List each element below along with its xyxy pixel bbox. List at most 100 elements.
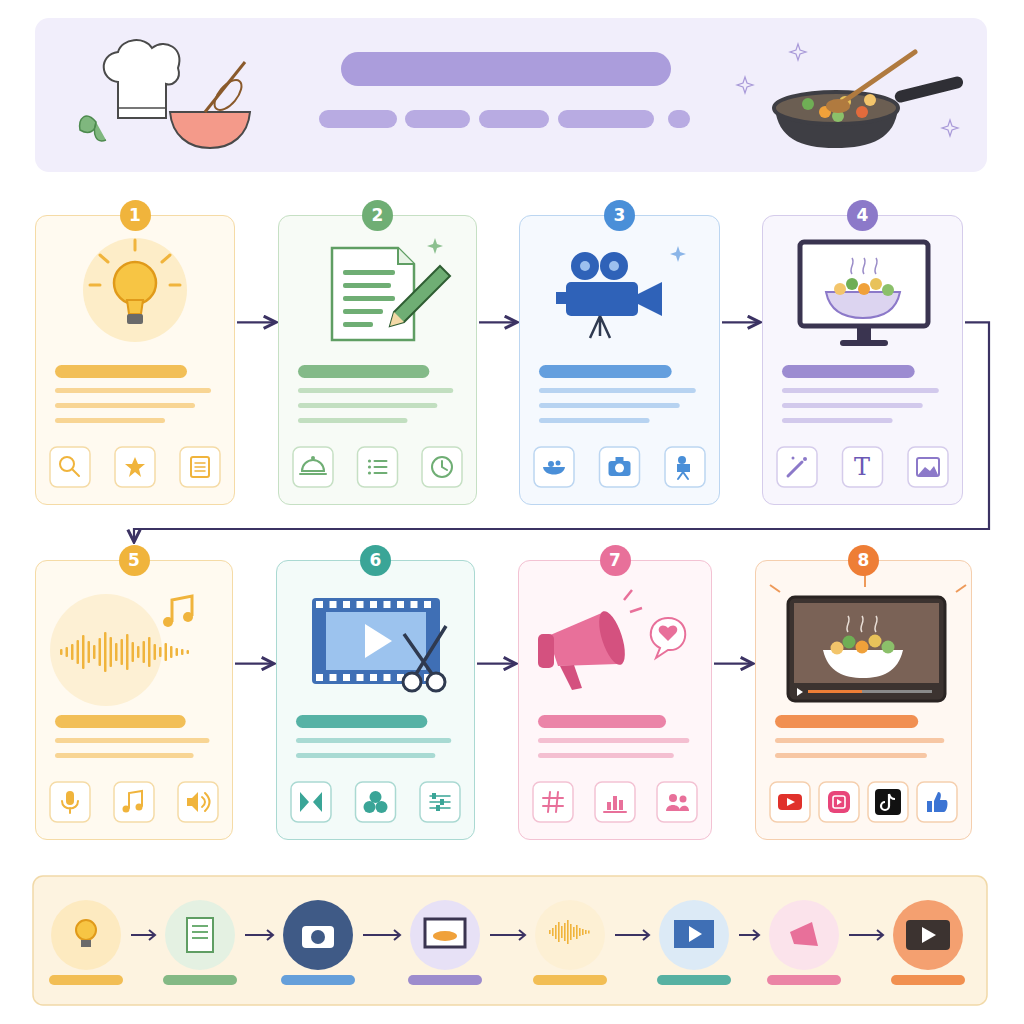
summary-strip-part <box>674 920 714 948</box>
tool-icon-part <box>918 466 938 475</box>
flow-arrow <box>714 662 753 664</box>
tool-icon-part <box>875 789 901 815</box>
step-card-art-part <box>782 365 915 378</box>
header-banner-part <box>341 52 671 86</box>
step-card-art-part <box>782 388 939 393</box>
audio-wave-icon-part <box>165 643 168 661</box>
lightbulb-icon-part <box>100 255 108 262</box>
tool-icon-part <box>50 447 90 487</box>
megaphone-icon-part <box>538 634 554 668</box>
audio-wave-icon-part <box>60 649 63 655</box>
step-card-art-part <box>35 215 235 505</box>
tool-icon-part <box>819 782 859 822</box>
audio-wave-icon-part <box>121 639 124 665</box>
summary-strip-part <box>767 975 841 985</box>
step-card-art-part <box>296 738 451 743</box>
summary-strip-part <box>245 930 273 940</box>
video-camera-icon-part <box>638 282 662 316</box>
summary-strip-part <box>588 931 590 934</box>
header-banner <box>35 18 987 172</box>
summary-strip-part <box>561 926 563 938</box>
tool-icon-part <box>440 799 444 805</box>
lightbulb-icon-part <box>127 314 143 324</box>
tool-icon-part <box>679 806 689 811</box>
chef-hat-icon-part <box>118 107 166 109</box>
film-edit-icon-part <box>424 601 431 608</box>
step-card-art-part <box>538 753 674 758</box>
tool-icon-part <box>787 798 795 806</box>
audio-wave-icon-part <box>143 641 146 663</box>
tool-icon-part <box>604 811 626 813</box>
tool-icon-part <box>302 460 324 471</box>
summary-strip-part <box>558 922 560 942</box>
tool-icon-part <box>917 458 939 476</box>
video-player-icon-part <box>797 688 803 696</box>
step-card-art <box>278 215 477 505</box>
audio-wave-icon-part <box>110 637 113 667</box>
monitor-food-icon-part <box>851 258 877 274</box>
header-banner-part <box>942 120 958 136</box>
lightbulb-icon-part <box>134 240 137 250</box>
megaphone-icon-part <box>659 625 678 641</box>
audio-wave-icon-part <box>77 640 80 664</box>
frying-pan-icon <box>774 52 964 148</box>
film-edit-icon-part <box>384 674 391 681</box>
video-player-icon-part <box>808 690 862 693</box>
tool-icon-part <box>432 793 436 799</box>
flow-arrow <box>722 321 760 323</box>
summary-strip-part <box>283 900 353 970</box>
monitor-food-icon <box>800 242 928 346</box>
summary-strip-part <box>51 900 121 970</box>
summary-strip-part <box>433 931 457 941</box>
tool-icon-part <box>828 791 850 813</box>
audio-wave-icon-part <box>137 646 140 658</box>
summary-strip-part <box>33 876 987 1005</box>
tool-icon <box>50 782 90 822</box>
tool-icon-part <box>368 471 371 474</box>
summary-strip-part <box>790 922 818 946</box>
card-border <box>519 215 720 505</box>
tool-icon-part <box>837 799 842 805</box>
tool-icon-part <box>609 461 631 476</box>
monitor-food-icon-part <box>870 278 882 290</box>
step-card: 7 <box>518 545 712 840</box>
tool-icon-part <box>66 791 74 805</box>
frying-pan-icon-part <box>864 94 876 106</box>
tool-icon-part <box>600 447 640 487</box>
film-edit-icon-part <box>312 598 440 684</box>
audio-wave-icon-part <box>187 650 190 654</box>
summary-strip-part <box>535 900 605 970</box>
tool-icon-part <box>370 791 382 803</box>
audio-wave-icon-part <box>148 637 151 667</box>
step-card-art <box>35 215 235 505</box>
text-tool-glyph: T <box>847 452 877 482</box>
tool-icon-part <box>543 792 563 812</box>
tool-icon-part <box>442 461 447 470</box>
frying-pan-icon-part <box>826 99 850 113</box>
step-card-art-part <box>298 365 429 378</box>
film-edit-icon-part <box>403 673 421 691</box>
audio-wave-icon-part <box>50 594 162 706</box>
tool-icon-part <box>678 472 688 479</box>
tool-icon <box>115 447 155 487</box>
tool-icon-part <box>792 457 795 460</box>
step-card: 2 <box>278 200 477 505</box>
audio-wave-icon-part <box>93 645 96 659</box>
script-document-icon-part <box>343 283 391 288</box>
audio-wave-icon-part <box>71 644 74 660</box>
summary-strip-part <box>192 931 208 933</box>
audio-wave-icon-part <box>82 635 85 669</box>
film-edit-icon-part <box>370 601 377 608</box>
video-player-icon-part <box>788 597 945 701</box>
step-card-art-part <box>55 738 209 743</box>
summary-strip-part <box>81 940 91 947</box>
tool-icon-part <box>136 804 143 811</box>
step-card-art-part <box>276 560 475 840</box>
step-card-art-part <box>278 215 477 505</box>
audio-wave-icon-part <box>104 632 107 672</box>
audio-wave-icon-part <box>183 612 193 622</box>
tool-icon <box>178 782 218 822</box>
tool-icon <box>534 447 574 487</box>
tool-icon-part <box>917 782 957 822</box>
video-player-icon <box>770 575 966 701</box>
